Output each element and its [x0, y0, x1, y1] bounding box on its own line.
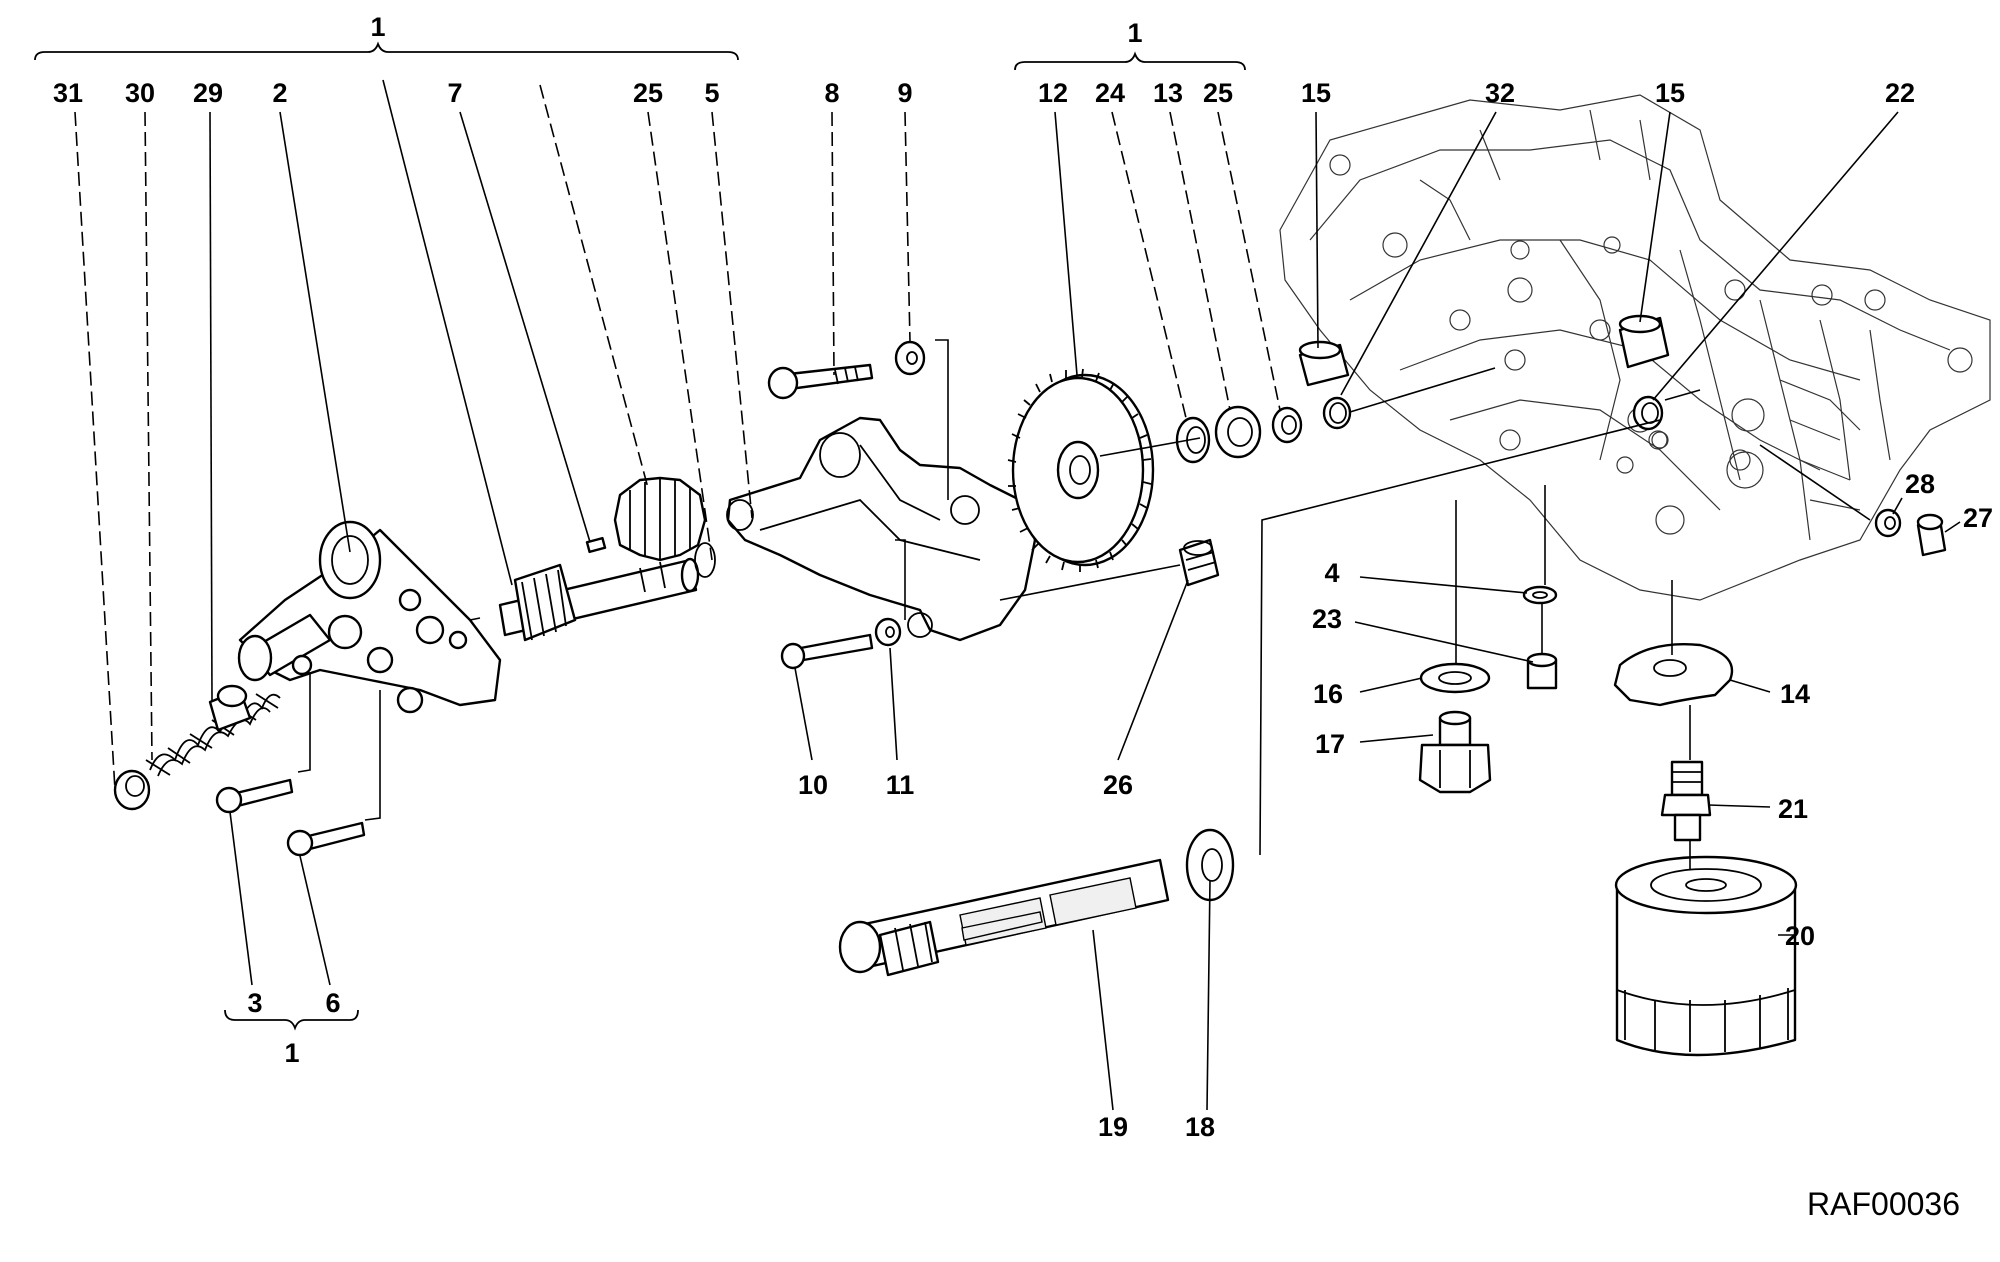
callout-14: 14 [1780, 679, 1810, 709]
callout-6: 6 [325, 988, 340, 1018]
callout-2: 2 [272, 78, 287, 108]
callout-25a: 25 [633, 78, 663, 108]
part-31-cap [113, 769, 151, 811]
callout-10: 10 [798, 770, 828, 800]
group-label-gear: 1 [1127, 18, 1142, 48]
callout-29: 29 [193, 78, 223, 108]
part-10-bolt [780, 633, 874, 670]
part-32-o-ring [1322, 396, 1352, 430]
bracket-group-gear [1014, 51, 1246, 71]
bracket-group-screws [224, 1009, 359, 1031]
callout-4: 4 [1324, 558, 1339, 588]
callout-21: 21 [1778, 794, 1808, 824]
callout-5: 5 [704, 78, 719, 108]
drawing-code: RAF00036 [1807, 1186, 1960, 1222]
callout-22: 22 [1885, 78, 1915, 108]
callout-31: 31 [53, 78, 83, 108]
callout-13: 13 [1153, 78, 1183, 108]
callout-27: 27 [1963, 503, 1993, 533]
callout-20: 20 [1785, 921, 1815, 951]
part-25-pump-gear [613, 476, 707, 562]
part-4-washer [1522, 585, 1558, 605]
group-label-pump: 1 [370, 12, 385, 42]
part-12-gear [1007, 368, 1155, 572]
part-19-strainer [838, 858, 1170, 977]
part-5-circlip [694, 542, 716, 578]
part-13-ring [1214, 405, 1262, 459]
callout-15a: 15 [1301, 78, 1331, 108]
callout-8: 8 [824, 78, 839, 108]
part-11-washer [874, 617, 902, 647]
leader-lines [74, 79, 1961, 1111]
callout-3: 3 [247, 988, 262, 1018]
part-7-key [585, 536, 607, 554]
bracket-group-pump [34, 41, 739, 61]
part-22-o-ring [1632, 395, 1664, 431]
callout-24: 24 [1095, 78, 1125, 108]
callout-12: 12 [1038, 78, 1068, 108]
callout-17: 17 [1315, 729, 1345, 759]
part-6-bolt [286, 821, 366, 857]
callout-labels: 1 1 1 31 30 29 2 7 25 5 8 9 12 24 13 25 … [53, 12, 1993, 1222]
part-1-drive-shaft [498, 557, 700, 642]
part-21-nipple [1660, 760, 1712, 842]
callout-11: 11 [886, 770, 915, 800]
part-20-oil-filter [1614, 855, 1798, 1057]
callout-26: 26 [1103, 770, 1133, 800]
crankcase-housing [1279, 94, 1991, 601]
part-27-plug [1916, 513, 1947, 557]
callout-30: 30 [125, 78, 155, 108]
part-15-dowel-right [1618, 314, 1670, 369]
part-15-dowel-left [1298, 340, 1350, 387]
part-23-plug [1526, 652, 1558, 690]
part-8-bolt [767, 363, 874, 400]
callout-9: 9 [897, 78, 912, 108]
callout-32: 32 [1485, 78, 1515, 108]
part-9-washer [894, 340, 926, 376]
callout-15b: 15 [1655, 78, 1685, 108]
part-2-pump-body [237, 520, 502, 714]
part-30-spring [145, 693, 281, 777]
callout-16: 16 [1313, 679, 1343, 709]
callout-7: 7 [447, 78, 462, 108]
callout-18: 18 [1185, 1112, 1215, 1142]
part-25-circlip [1271, 406, 1303, 444]
part-28-washer [1874, 508, 1902, 538]
part-3-bolt [215, 778, 294, 814]
part-17-drain-plug [1418, 710, 1492, 794]
callout-23: 23 [1312, 604, 1342, 634]
callout-19: 19 [1098, 1112, 1128, 1142]
part-26-bushing [1178, 538, 1220, 587]
callout-28: 28 [1905, 469, 1935, 499]
part-14-plate [1613, 643, 1734, 707]
part-16-washer [1419, 662, 1491, 694]
part-29-relief-valve [208, 684, 252, 732]
callout-25b: 25 [1203, 78, 1233, 108]
part-1-pump-cover [726, 416, 1037, 642]
group-label-screws: 1 [284, 1038, 299, 1068]
